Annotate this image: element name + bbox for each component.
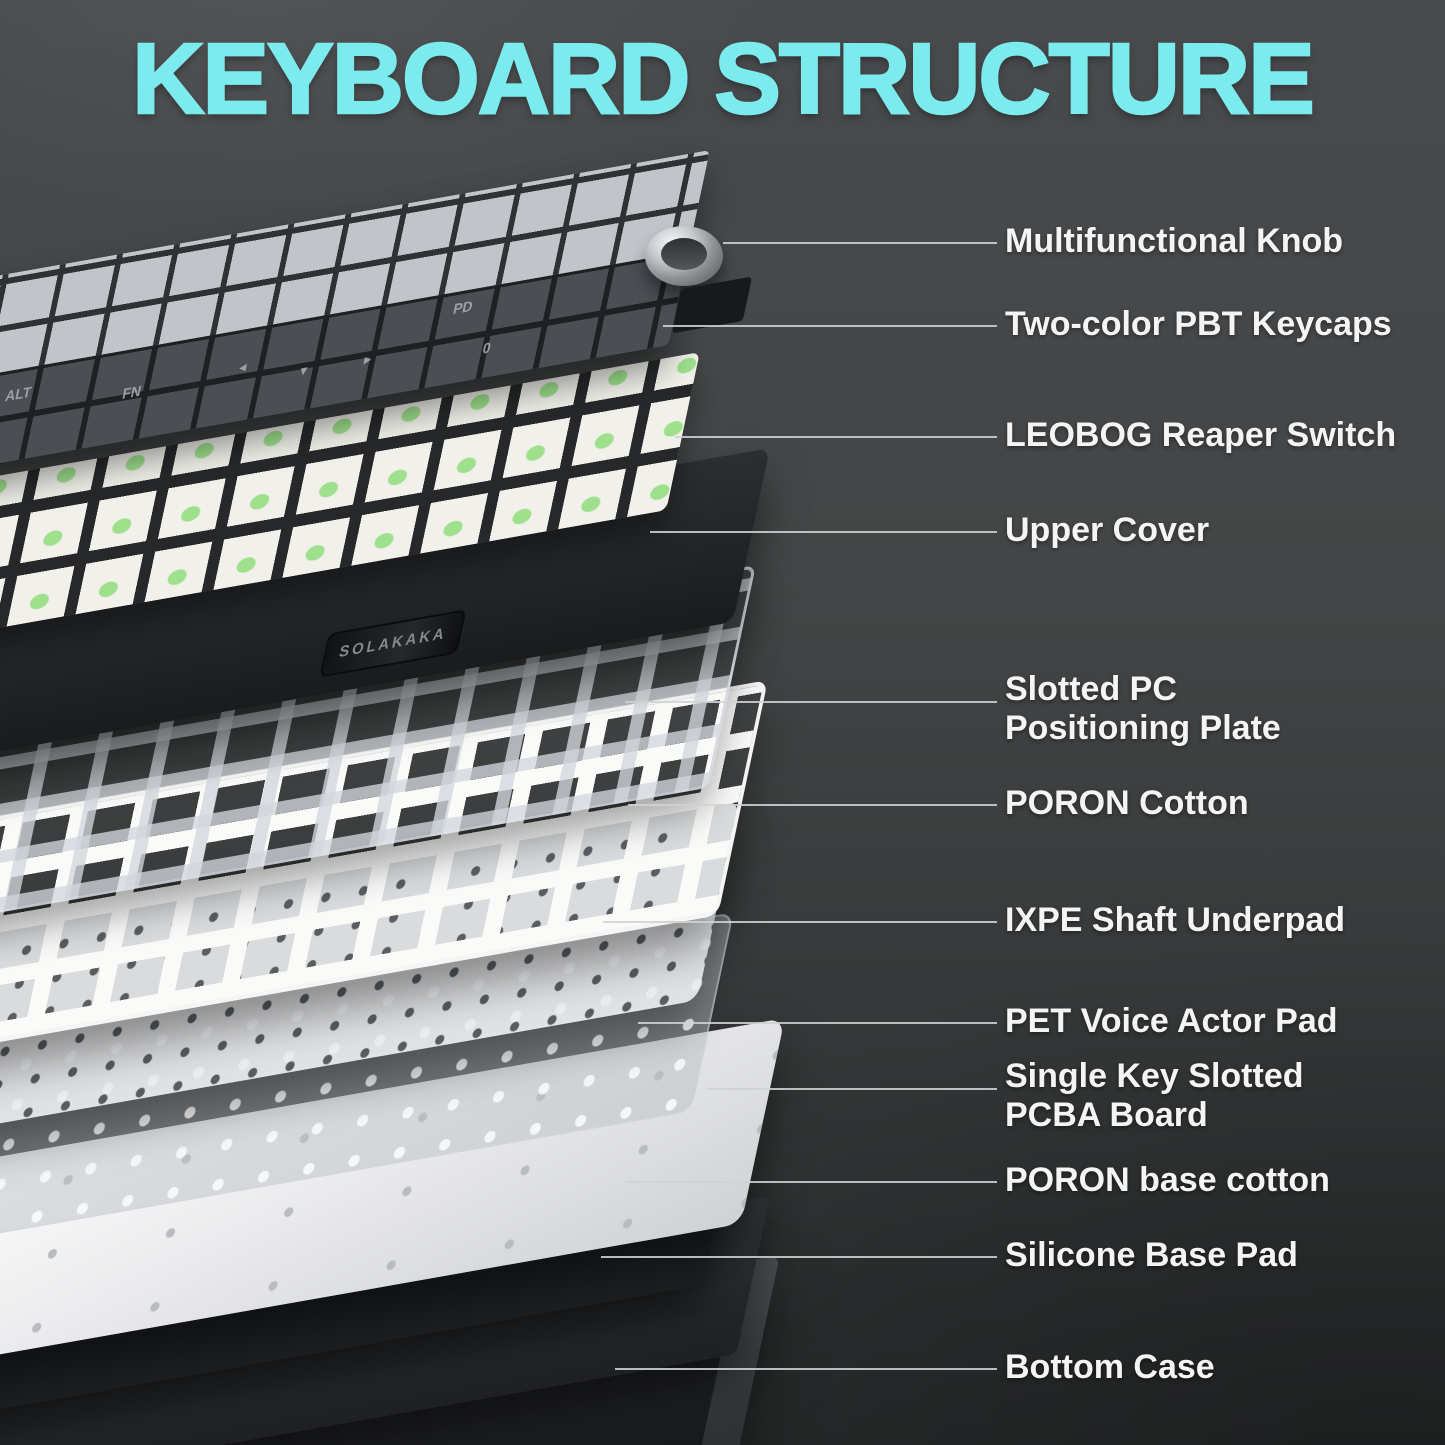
callout-label-pcba-board: Single Key Slotted PCBA Board	[1005, 1057, 1304, 1134]
callout-label-bottom-case: Bottom Case	[1005, 1348, 1215, 1386]
callout-label-positioning-plate: Slotted PC Positioning Plate	[1005, 670, 1281, 747]
leader-line-pcba-board	[707, 1088, 997, 1090]
leader-line-upper-cover	[650, 531, 997, 533]
page-title: KEYBOARD STRUCTURE	[131, 22, 1316, 137]
callout-label-knob: Multifunctional Knob	[1005, 222, 1344, 260]
leader-line-silicone-pad	[601, 1256, 997, 1258]
leader-line-switch	[675, 436, 997, 438]
keycap-legend-arrow-left: ◄	[235, 359, 251, 376]
callout-label-ixpe-underpad: IXPE Shaft Underpad	[1005, 901, 1346, 939]
keycap-legend-fn: FN	[120, 382, 143, 403]
keycap-legend-alt: ALT	[3, 383, 34, 405]
leader-line-positioning-plate	[625, 701, 997, 703]
keycap-legend-arrow-right: ►	[360, 351, 376, 369]
leader-line-knob	[723, 242, 997, 244]
callout-label-switch: LEOBOG Reaper Switch	[1005, 416, 1397, 454]
multifunctional-knob	[645, 226, 723, 286]
leader-line-poron-cotton	[628, 804, 997, 806]
leader-line-keycaps	[663, 325, 997, 327]
leader-line-pet-pad	[638, 1022, 997, 1024]
callout-label-pet-pad: PET Voice Actor Pad	[1005, 1002, 1338, 1040]
callout-label-poron-cotton: PORON Cotton	[1005, 784, 1249, 822]
leader-line-poron-base	[626, 1181, 997, 1183]
callout-label-keycaps: Two-color PBT Keycaps	[1005, 305, 1392, 343]
callout-label-poron-base: PORON base cotton	[1005, 1161, 1330, 1199]
brand-badge-text: SOLAKAKA	[337, 624, 449, 662]
keycap-legend-arrow-down: ▼	[296, 362, 312, 380]
knob-hole	[661, 238, 707, 270]
leader-line-ixpe-underpad	[603, 921, 997, 923]
callout-label-upper-cover: Upper Cover	[1005, 511, 1210, 549]
keycap-legend-pd: PD	[451, 297, 475, 318]
brand-badge: SOLAKAKA	[319, 608, 467, 678]
keycap-legend-zero: 0	[481, 338, 493, 357]
callout-label-silicone-pad: Silicone Base Pad	[1005, 1236, 1298, 1274]
leader-line-bottom-case	[615, 1368, 997, 1370]
